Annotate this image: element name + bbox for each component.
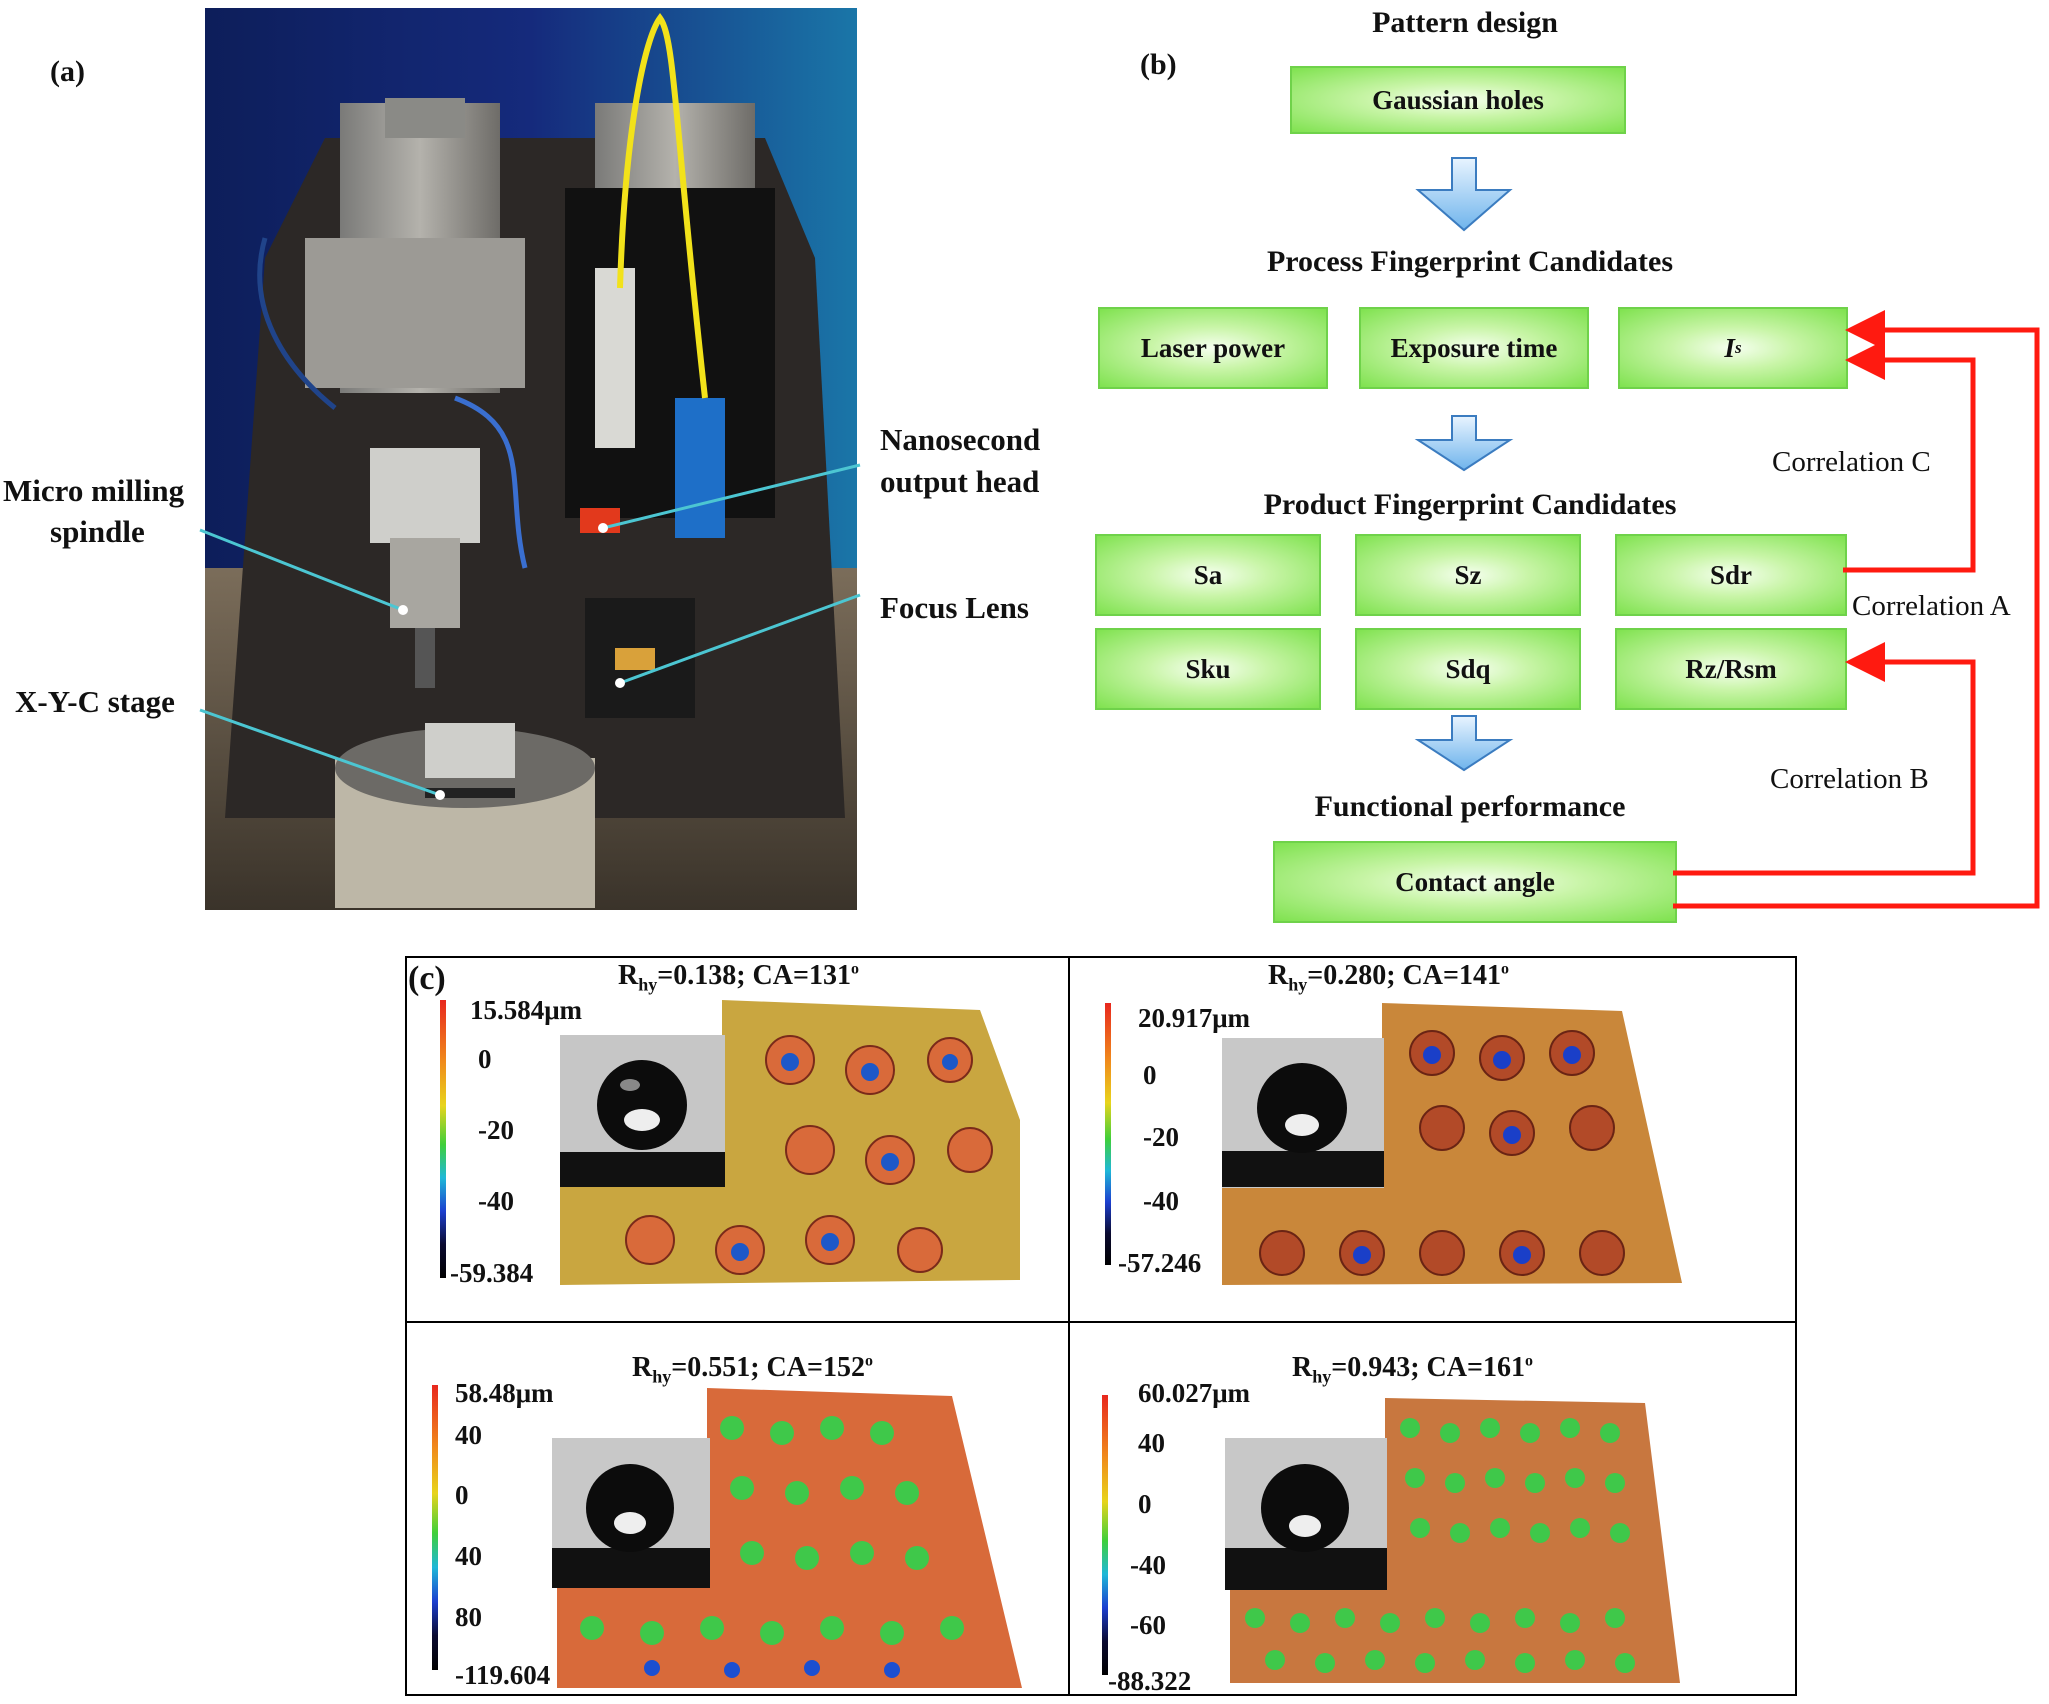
- panel3-tick: 40: [455, 1541, 482, 1571]
- panel2-ca: 141: [1458, 960, 1501, 991]
- panel2-colorbar: [1105, 1003, 1111, 1265]
- down-arrow-2: [1414, 415, 1514, 472]
- panel2-title: Rhy=0.280; CA=141o: [1268, 960, 1509, 995]
- correlation-b-label: Correlation B: [1770, 763, 1929, 795]
- panel1-ca: 131: [808, 960, 851, 991]
- box-sdq: Sdq: [1355, 628, 1581, 710]
- box-sku: Sku: [1095, 628, 1321, 710]
- box-laser-power: Laser power: [1098, 307, 1328, 389]
- panel3-surface-map: [552, 1388, 1022, 1688]
- box-sa: Sa: [1095, 534, 1321, 616]
- panel1-tick: -40: [478, 1186, 514, 1216]
- box-exposure-time: Exposure time: [1359, 307, 1589, 389]
- panel1-tick: 0: [478, 1044, 492, 1074]
- panel4-tick-max: 60.027μm: [1138, 1378, 1251, 1408]
- panel1-tick-min: -59.384: [450, 1258, 534, 1288]
- panel1-tick-max: 15.584μm: [470, 995, 583, 1025]
- panel-c-frame: [405, 956, 1797, 1696]
- panel2-surface-map: [1222, 1003, 1682, 1285]
- down-arrow-3: [1414, 715, 1514, 772]
- callout-stage: X-Y-C stage: [15, 684, 175, 719]
- correlation-b-arrow: [1673, 642, 1976, 876]
- box-sz: Sz: [1355, 534, 1581, 616]
- panel4-tick: 40: [1138, 1428, 1165, 1458]
- panel4-tick: 0: [1138, 1489, 1152, 1519]
- panel-c-horizontal-divider: [405, 1321, 1797, 1323]
- panel4-tick: -40: [1130, 1550, 1166, 1580]
- is-symbol: I: [1724, 332, 1735, 363]
- panel3-tick: 40: [455, 1420, 482, 1450]
- panel4-ca: 161: [1482, 1352, 1525, 1383]
- heading-functional-performance: Functional performance: [1314, 790, 1626, 823]
- panel4-tick: -60: [1130, 1610, 1166, 1640]
- box-sdr: Sdr: [1615, 534, 1847, 616]
- panel2-tick-min: -57.246: [1118, 1248, 1202, 1278]
- correlation-c-label: Correlation C: [1772, 446, 1931, 478]
- panel4-surface-map: [1225, 1398, 1680, 1683]
- callout-lens: Focus Lens: [880, 590, 1029, 625]
- panel3-tick-min: -119.604: [455, 1660, 551, 1690]
- heading-product-fingerprint: Product Fingerprint Candidates: [1263, 488, 1677, 521]
- heading-pattern-design: Pattern design: [1372, 6, 1558, 39]
- panel2-tick: 0: [1143, 1060, 1157, 1090]
- panel4-rhy: 0.943: [1347, 1352, 1411, 1383]
- panel-c-vertical-divider: [1068, 956, 1070, 1696]
- panel3-title: Rhy=0.551; CA=152o: [632, 1352, 873, 1387]
- panel1-title: Rhy=0.138; CA=131o: [618, 960, 859, 995]
- panel1-tick: -20: [478, 1115, 514, 1145]
- down-arrow-1: [1415, 157, 1513, 232]
- panel3-colorbar: [432, 1385, 438, 1670]
- is-subscript: s: [1734, 338, 1742, 357]
- correlation-a-label: Correlation A: [1852, 590, 2011, 622]
- box-gaussian-holes: Gaussian holes: [1290, 66, 1626, 134]
- callout-spindle-line1: Micro milling: [3, 473, 185, 508]
- panel-c-label: (c): [408, 960, 446, 997]
- panel2-tick-max: 20.917μm: [1138, 1003, 1251, 1033]
- callout-head-line1: Nanosecond: [880, 422, 1041, 457]
- panel1-colorbar: [440, 1000, 446, 1278]
- panel2-tick: -20: [1143, 1122, 1179, 1152]
- panel3-tick: 80: [455, 1602, 482, 1632]
- box-rz-rsm: Rz/Rsm: [1615, 628, 1847, 710]
- panel3-ca: 152: [822, 1352, 865, 1383]
- machine-photo: [205, 8, 857, 910]
- panel4-tick-min: -88.322: [1108, 1666, 1192, 1696]
- heading-process-fingerprint: Process Fingerprint Candidates: [1266, 245, 1674, 278]
- panel4-title: Rhy=0.943; CA=161o: [1292, 1352, 1533, 1387]
- panel4-colorbar: [1102, 1395, 1108, 1675]
- panel3-tick-max: 58.48μm: [455, 1378, 554, 1408]
- panel2-tick: -40: [1143, 1186, 1179, 1216]
- panel2-rhy: 0.280: [1323, 960, 1387, 991]
- callout-head-line2: output head: [880, 464, 1040, 499]
- panel-a-label: (a): [50, 55, 85, 88]
- panel1-surface-map: [560, 1000, 1020, 1285]
- correlation-c-arrow: [1673, 310, 2040, 909]
- correlation-a-arrow: [1843, 340, 1976, 573]
- panel1-rhy: 0.138: [673, 960, 737, 991]
- panel3-tick: 0: [455, 1480, 469, 1510]
- panel3-rhy: 0.551: [687, 1352, 751, 1383]
- callout-spindle-line2: spindle: [50, 514, 145, 549]
- panel-b-label: (b): [1140, 48, 1177, 81]
- box-contact-angle: Contact angle: [1273, 841, 1677, 923]
